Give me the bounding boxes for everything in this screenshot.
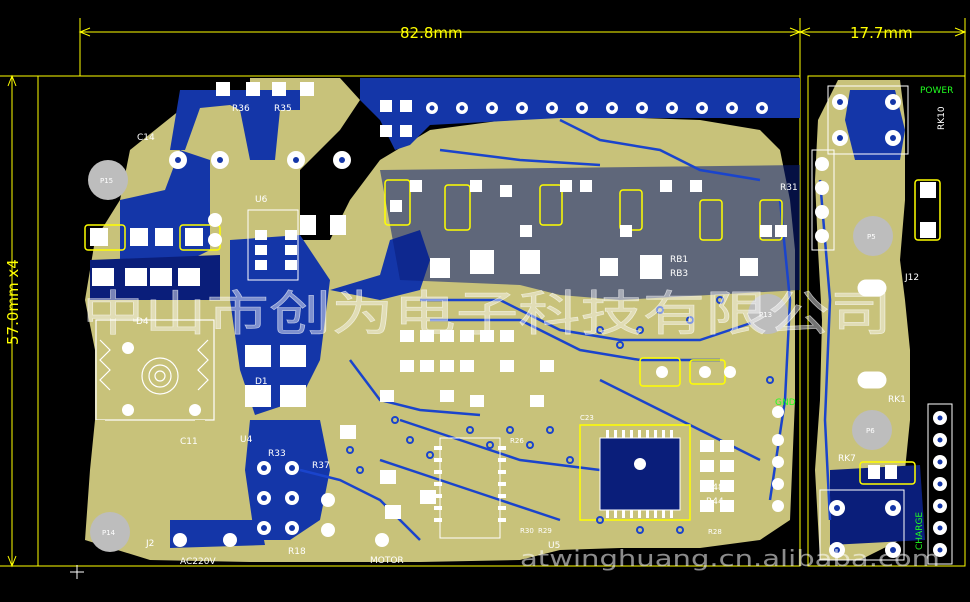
dim-right-width: 17.7mm [850, 24, 913, 42]
label-r18: R18 [288, 547, 306, 557]
label-c14: C14 [137, 133, 155, 143]
watermark-company: 中山市创为电子科技有限公司 [82, 286, 892, 342]
test-point-p14: P14 [102, 529, 116, 537]
label-rb3: RB3 [670, 269, 688, 279]
label-power: POWER [920, 86, 953, 96]
watermark-url: atwinghuang.cn.alibaba.com [520, 547, 940, 572]
label-gnd: GND [775, 398, 796, 408]
label-u6: U6 [255, 195, 268, 205]
label-r31: R31 [780, 183, 798, 193]
label-u4: U4 [240, 435, 253, 445]
label-rk7: RK7 [838, 454, 856, 464]
label-r26: R26 [510, 437, 524, 445]
component-outlines [84, 179, 941, 521]
label-d4: D4 [136, 317, 149, 327]
label-r29: R29 [538, 527, 552, 535]
label-r30: R30 [520, 527, 534, 535]
through-hole-pads [122, 94, 947, 558]
label-j2: J2 [145, 539, 154, 549]
label-r36: R36 [232, 104, 250, 114]
label-r35: R35 [274, 104, 292, 114]
label-r48: R48 [706, 483, 724, 493]
label-r37: R37 [312, 461, 330, 471]
label-rk10: RK10 [937, 106, 947, 130]
label-ac220v: AC220V [180, 557, 216, 567]
dim-top-width: 82.8mm [400, 24, 463, 42]
dimension-lines [0, 18, 967, 568]
silkscreen-labels: POWER AC220V MOTOR CHARGE GND RK10 RK1 R… [136, 86, 953, 567]
power-connector [95, 319, 215, 421]
label-rb1: RB1 [670, 255, 688, 265]
dim-left-height: 57.0mm x4 [4, 259, 22, 345]
label-r28: R28 [708, 528, 722, 536]
vias [346, 296, 774, 534]
origin-marker [70, 565, 84, 579]
label-r44: R44 [706, 497, 724, 507]
test-point-p13: P13 [759, 311, 772, 319]
label-c23: C23 [580, 414, 594, 422]
label-d1: D1 [255, 377, 268, 387]
test-point-p15: P15 [100, 177, 113, 185]
relay-outline [95, 420, 245, 505]
label-u5: U5 [548, 541, 560, 551]
test-point-p5: P5 [867, 233, 876, 241]
right-connectors [811, 85, 953, 565]
ic-chips [247, 209, 681, 539]
test-points [88, 160, 893, 552]
label-r33: R33 [268, 449, 286, 459]
label-motor: MOTOR [370, 556, 404, 566]
label-j12: J12 [904, 273, 919, 283]
test-point-p6: P6 [866, 427, 875, 435]
label-c11: C11 [180, 437, 198, 447]
header-pin-row [426, 102, 768, 114]
label-rk1: RK1 [888, 395, 906, 405]
smd-pads [90, 82, 936, 519]
label-charge: CHARGE [915, 512, 925, 550]
